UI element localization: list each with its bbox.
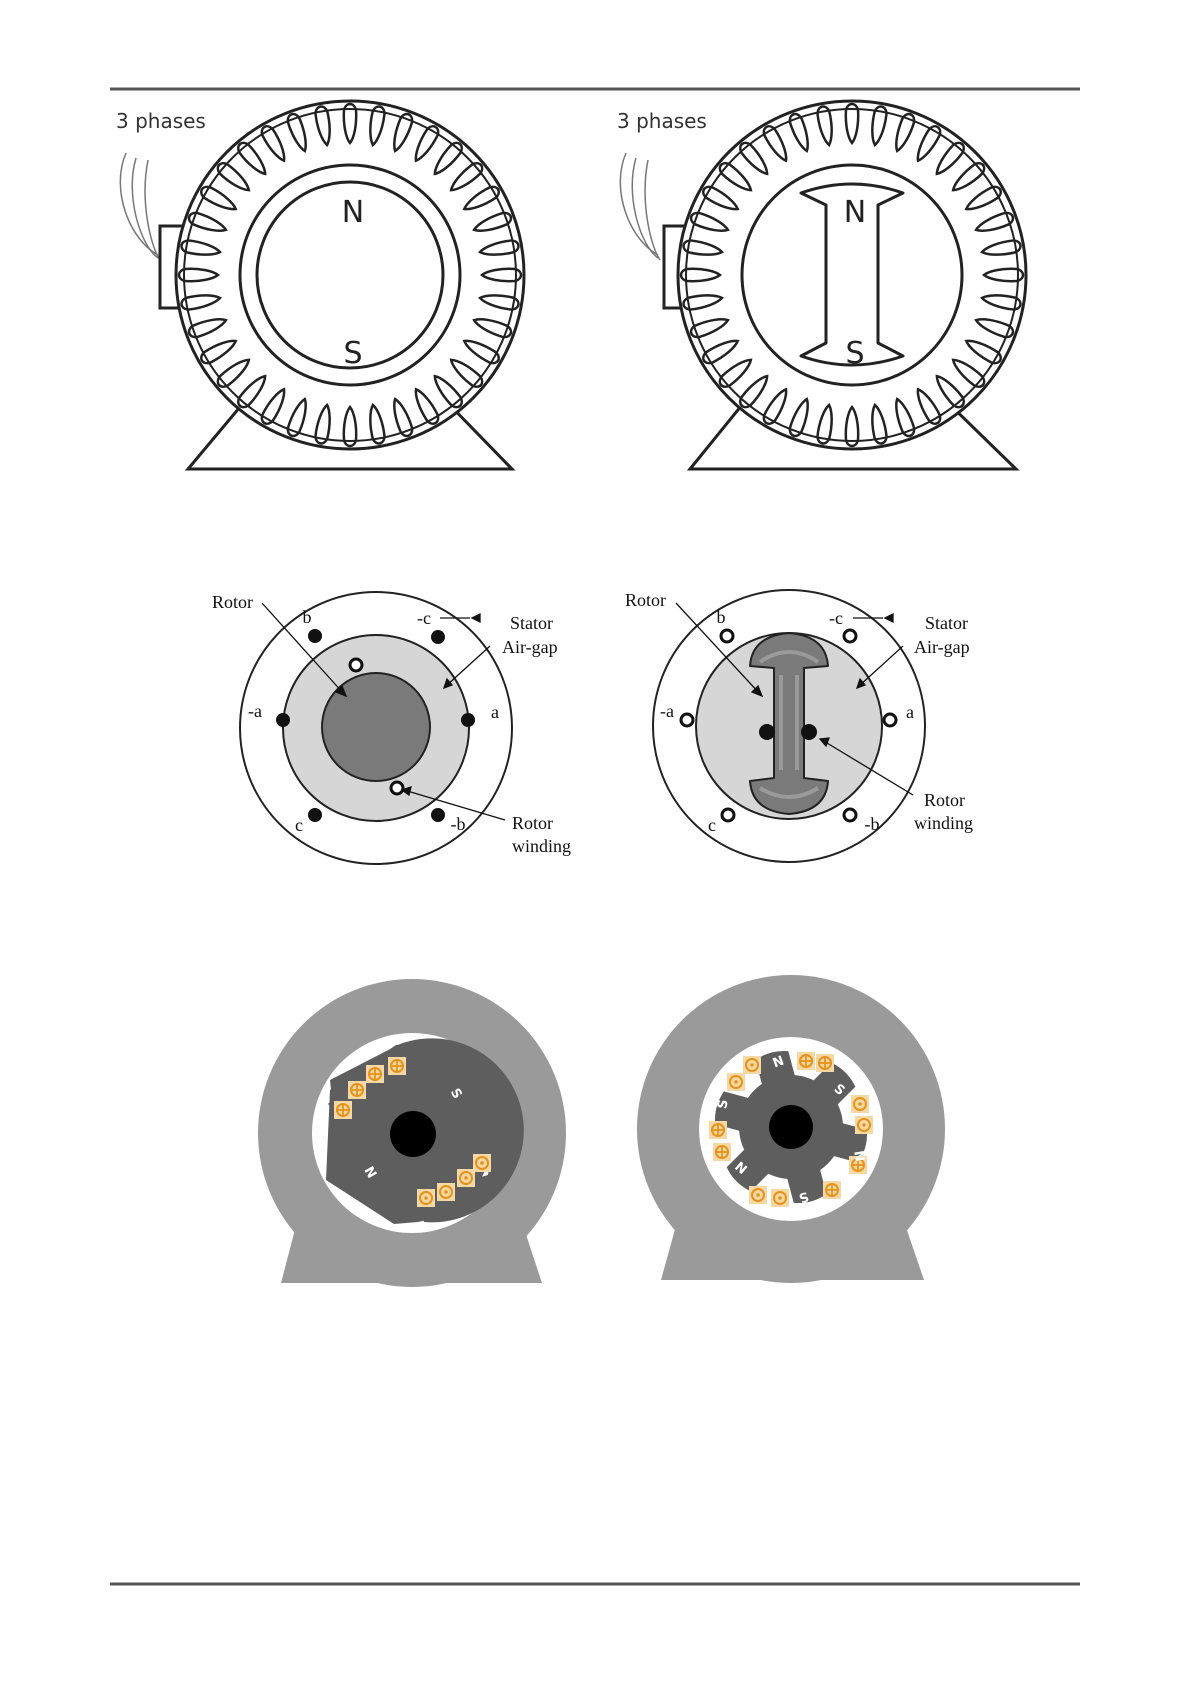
coil-label-neg-c: -c — [829, 608, 843, 628]
north-pole-label: N — [844, 195, 866, 230]
shaft — [390, 1111, 436, 1157]
stator-label: Stator — [510, 613, 553, 633]
rotor-winding-label-line1: Rotor — [924, 790, 965, 810]
motor-two-pole: S N — [258, 979, 566, 1287]
phase-wires — [120, 153, 160, 260]
air-gap-label: Air-gap — [502, 637, 558, 657]
north-pole-label: N — [342, 195, 364, 230]
coil-label-b: b — [717, 607, 726, 627]
coil-label-b: b — [303, 607, 312, 627]
coil-label-c: c — [295, 815, 303, 835]
rotor-winding-label-line2: winding — [914, 813, 973, 833]
phase-caption: 3 phases — [116, 109, 206, 133]
section-salient-rotor: b -c -a a c -b Rotor Stator Air-gap Roto… — [625, 590, 973, 862]
coil-label-neg-b: -b — [865, 814, 880, 834]
coil-label-a: a — [491, 702, 499, 722]
motor-round-rotor: 3 phases N S — [116, 101, 524, 469]
south-pole-label: S — [343, 336, 362, 371]
coil-label-c: c — [708, 815, 716, 835]
motor-six-pole: N S S N N S — [637, 975, 945, 1283]
phase-wires — [620, 153, 660, 260]
rotor-winding-label-line2: winding — [512, 836, 571, 856]
coil-label-a: a — [906, 702, 914, 722]
rotor-winding-label-line1: Rotor — [512, 813, 553, 833]
coil-label-neg-a: -a — [248, 701, 262, 721]
section-round-rotor: b -c -a a c -b Rotor Stator Air-gap Roto… — [212, 592, 571, 864]
air-gap-label: Air-gap — [914, 637, 970, 657]
rotor-label: Rotor — [212, 592, 253, 612]
coil-label-neg-b: -b — [451, 814, 466, 834]
rotor-label: Rotor — [625, 590, 666, 610]
south-pole-label: S — [845, 336, 864, 371]
coil-label-neg-a: -a — [660, 701, 674, 721]
coil-label-neg-c: -c — [417, 608, 431, 628]
phase-caption: 3 phases — [617, 109, 707, 133]
motor-salient-rotor: 3 phases N S — [617, 101, 1026, 469]
shaft — [769, 1105, 813, 1149]
stator-label: Stator — [925, 613, 968, 633]
